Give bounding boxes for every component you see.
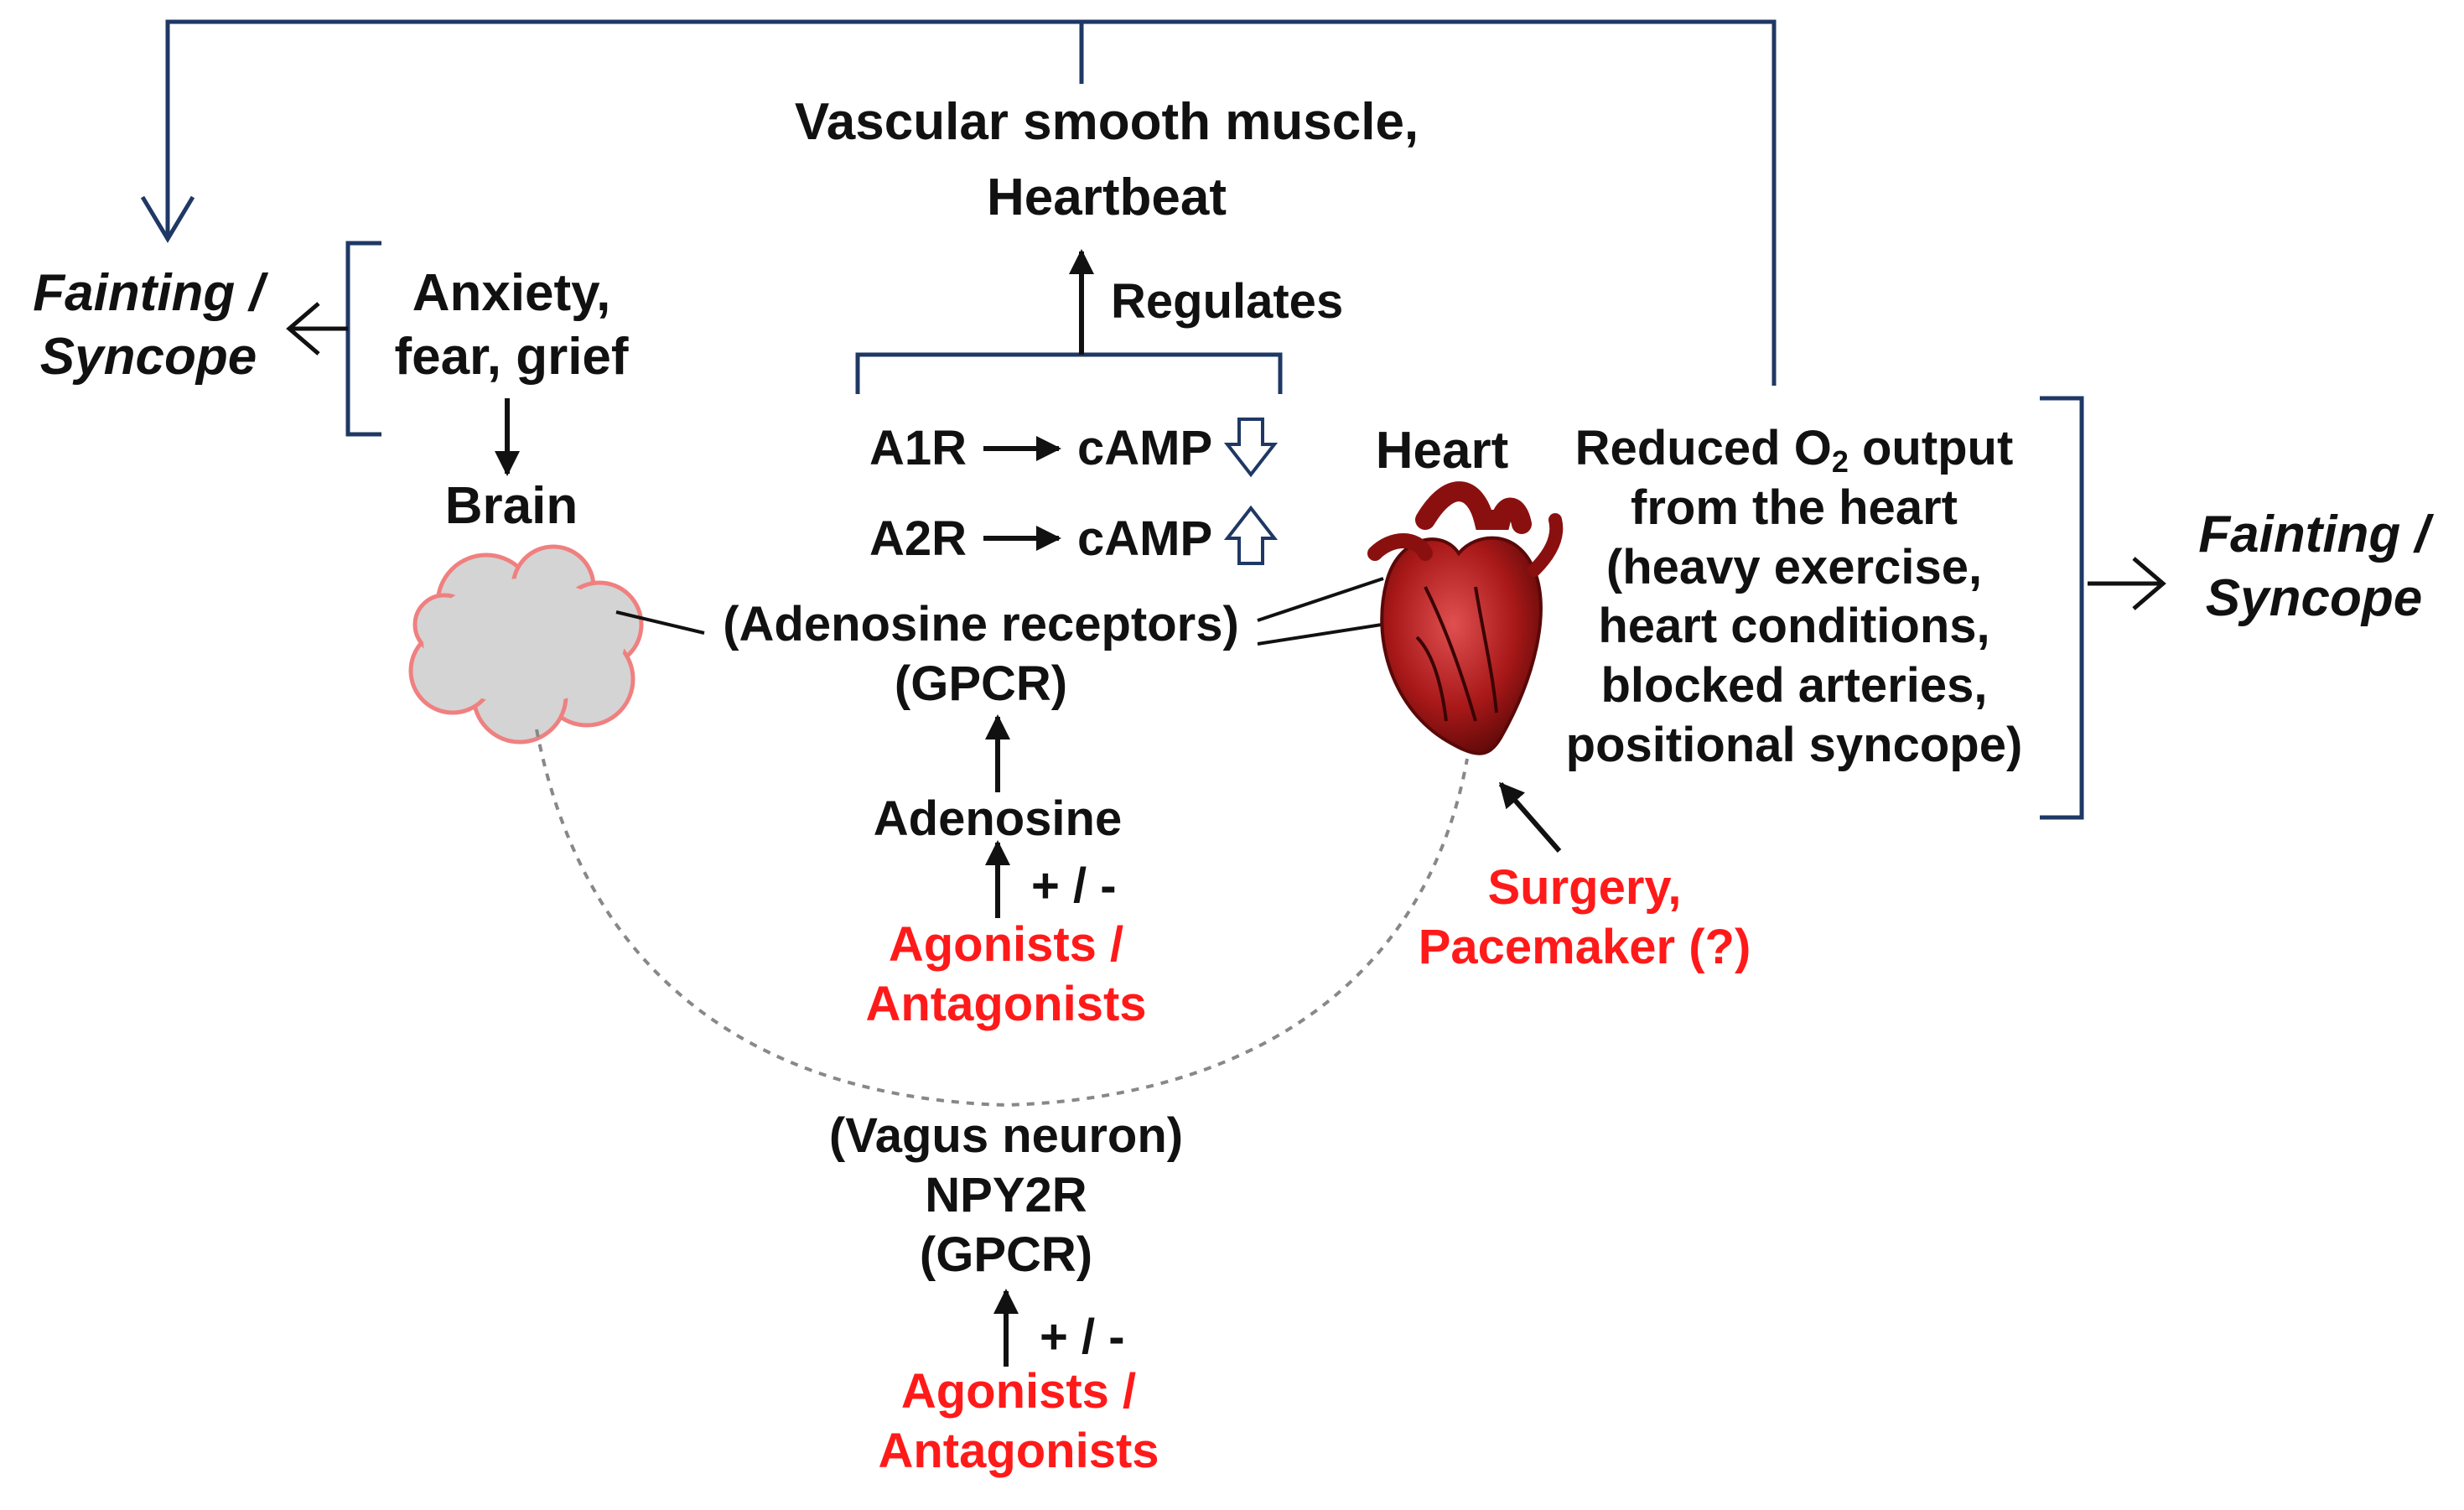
a1r-label: A1R (869, 421, 967, 475)
adenosine-label: Adenosine (873, 791, 1123, 846)
heart-label: Heart (1375, 422, 1509, 480)
up-arrow-outline-icon (1223, 505, 1279, 565)
feedback-loop-connector (140, 19, 1777, 386)
anxiety-label: Anxiety, fear, grief (394, 264, 629, 386)
reduced-o2-label: Reduced O2 output from the heart (heavy … (1565, 421, 2023, 772)
connector-receptors-heart-1 (1257, 577, 1384, 622)
a2r-label: A2R (869, 511, 967, 566)
heart-organ-icon (1367, 481, 1564, 755)
feedback-arrowhead (140, 195, 195, 243)
camp-label-2: cAMP (1077, 511, 1213, 566)
arrow-surgery-heart (1498, 781, 1562, 853)
fainting-right-label: Fainting / Syncope (2198, 506, 2430, 627)
fainting-left-label: Fainting / Syncope (33, 264, 264, 386)
camp-label-1: cAMP (1077, 421, 1213, 475)
regulates-label: Regulates (1111, 274, 1344, 329)
surgery-label: Surgery, Pacemaker (?) (1418, 860, 1751, 974)
plus-minus-vagus: + / - (1040, 1310, 1125, 1364)
anxiety-bracket (345, 241, 381, 437)
vascular-label: Vascular smooth muscle, Heartbeat (794, 93, 1419, 226)
plus-minus-adenosine: + / - (1031, 859, 1117, 913)
o2-bracket (2040, 396, 2084, 820)
connector-brain-receptors (615, 610, 705, 635)
brain-label: Brain (444, 477, 578, 535)
agonists-vagus-label: Agonists / Antagonists (878, 1364, 1159, 1478)
vagus-neuron-label: (Vagus neuron) NPY2R (GPCR) (828, 1108, 1184, 1282)
receptor-bracket (855, 352, 1283, 394)
arrow-to-fainting-right (2088, 557, 2166, 610)
arrow-to-fainting-left (286, 302, 348, 355)
agonists-adenosine-label: Agonists / Antagonists (865, 917, 1147, 1031)
down-arrow-outline-icon (1223, 418, 1279, 478)
adenosine-receptors-label: (Adenosine receptors) (GPCR) (723, 597, 1239, 711)
brain-cloud-icon (408, 544, 644, 745)
